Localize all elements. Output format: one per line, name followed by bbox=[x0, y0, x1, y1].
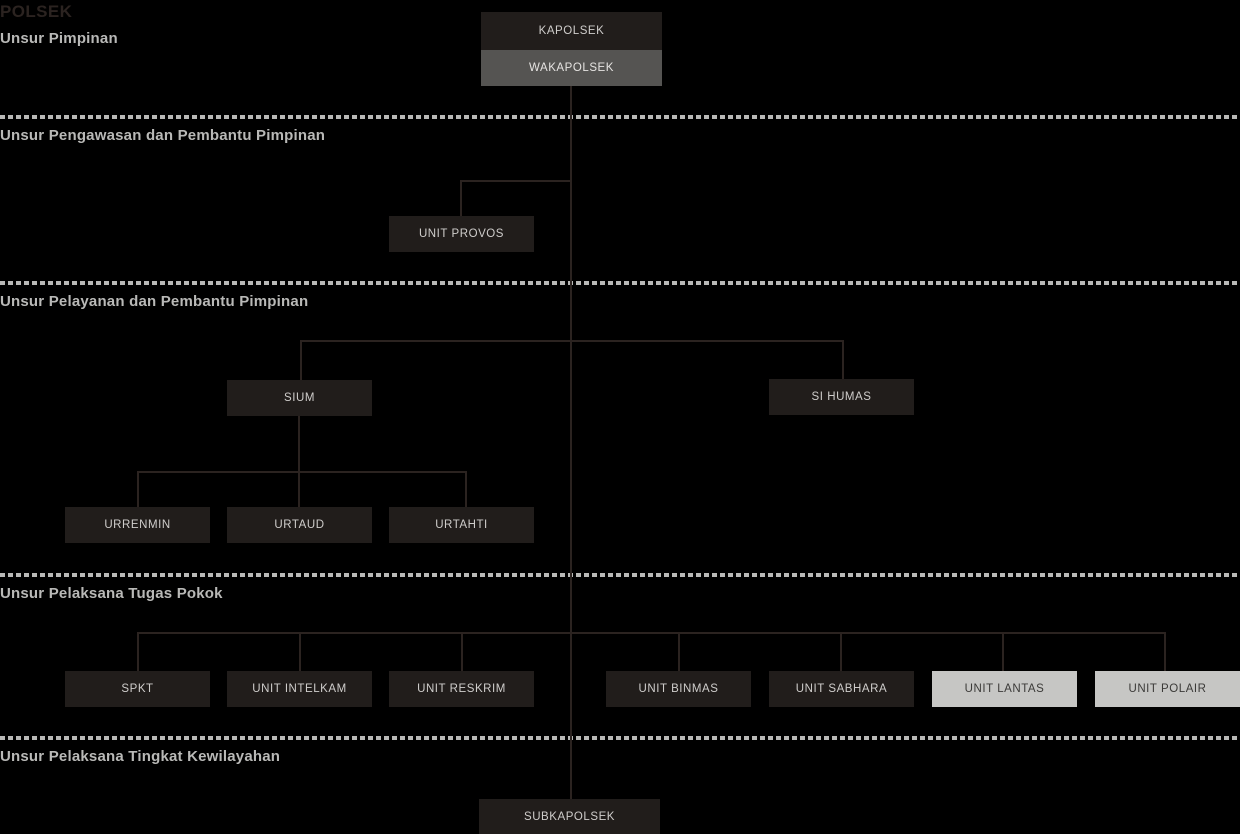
node-wakapolsek[interactable]: WAKAPOLSEK bbox=[481, 50, 662, 86]
tugas-pokok-bus-horizontal bbox=[137, 632, 1166, 634]
node-unit-provos-label: UNIT PROVOS bbox=[418, 228, 505, 240]
node-urrenmin[interactable]: URRENMIN bbox=[65, 507, 210, 543]
section-divider-pelayanan bbox=[0, 281, 1240, 285]
sium-stem-line bbox=[298, 415, 300, 472]
node-unit-provos[interactable]: UNIT PROVOS bbox=[389, 216, 534, 252]
trunk-line-segment-4 bbox=[570, 632, 572, 799]
section-label-tugas-pokok: Unsur Pelaksana Tugas Pokok bbox=[0, 585, 223, 602]
node-urtaud-label: URTAUD bbox=[274, 519, 325, 531]
node-unit-sabhara-label: UNIT SABHARA bbox=[795, 683, 888, 695]
section-label-pelayanan: Unsur Pelayanan dan Pembantu Pimpinan bbox=[0, 293, 309, 310]
trunk-line-segment-3 bbox=[570, 340, 572, 632]
spkt-drop-line bbox=[137, 632, 139, 671]
node-unit-polair[interactable]: UNIT POLAIR bbox=[1095, 671, 1240, 707]
node-urrenmin-label: URRENMIN bbox=[104, 519, 171, 531]
node-unit-polair-label: UNIT POLAIR bbox=[1128, 683, 1207, 695]
section-divider-kewilayahan bbox=[0, 736, 1240, 740]
provos-connector-horizontal bbox=[460, 180, 572, 182]
trunk-line-segment-1 bbox=[570, 86, 572, 186]
urtahti-drop-line bbox=[465, 471, 467, 507]
section-divider-pengawasan bbox=[0, 115, 1240, 119]
node-urtahti-label: URTAHTI bbox=[435, 519, 488, 531]
ur-bus-horizontal bbox=[137, 471, 467, 473]
unit-sabhara-drop-line bbox=[840, 632, 842, 671]
node-unit-binmas[interactable]: UNIT BINMAS bbox=[606, 671, 751, 707]
unit-polair-drop-line bbox=[1164, 632, 1166, 671]
urrenmin-drop-line bbox=[137, 471, 139, 507]
unit-lantas-drop-line bbox=[1002, 632, 1004, 671]
unit-reskrim-drop-line bbox=[461, 632, 463, 671]
node-unit-reskrim-label: UNIT RESKRIM bbox=[417, 683, 506, 695]
pelayanan-bus-horizontal bbox=[300, 340, 844, 342]
node-unit-lantas[interactable]: UNIT LANTAS bbox=[932, 671, 1077, 707]
node-spkt[interactable]: SPKT bbox=[65, 671, 210, 707]
node-subkapolsek[interactable]: SUBKAPOLSEK bbox=[479, 799, 660, 834]
node-urtahti[interactable]: URTAHTI bbox=[389, 507, 534, 543]
node-subkapolsek-label: SUBKAPOLSEK bbox=[523, 811, 616, 823]
node-spkt-label: SPKT bbox=[121, 683, 154, 695]
node-si-humas[interactable]: SI HUMAS bbox=[769, 379, 914, 415]
si-humas-drop-line bbox=[842, 340, 844, 380]
node-si-humas-label: SI HUMAS bbox=[811, 391, 872, 403]
section-divider-tugas-pokok bbox=[0, 573, 1240, 577]
node-unit-lantas-label: UNIT LANTAS bbox=[964, 683, 1045, 695]
node-sium[interactable]: SIUM bbox=[227, 380, 372, 416]
section-label-pimpinan: Unsur Pimpinan bbox=[0, 30, 118, 47]
node-unit-intelkam[interactable]: UNIT INTELKAM bbox=[227, 671, 372, 707]
node-unit-intelkam-label: UNIT INTELKAM bbox=[252, 683, 347, 695]
section-label-pengawasan: Unsur Pengawasan dan Pembantu Pimpinan bbox=[0, 127, 326, 144]
unit-binmas-drop-line bbox=[678, 632, 680, 671]
sium-drop-line bbox=[300, 340, 302, 380]
page-title: POLSEK bbox=[0, 2, 73, 21]
urtaud-drop-line bbox=[298, 471, 300, 507]
provos-connector-vertical bbox=[460, 180, 462, 216]
unit-intelkam-drop-line bbox=[299, 632, 301, 671]
node-unit-reskrim[interactable]: UNIT RESKRIM bbox=[389, 671, 534, 707]
section-label-kewilayahan: Unsur Pelaksana Tingkat Kewilayahan bbox=[0, 748, 281, 765]
node-kapolsek[interactable]: KAPOLSEK bbox=[481, 12, 662, 50]
node-kapolsek-label: KAPOLSEK bbox=[538, 25, 605, 37]
trunk-line-segment-2 bbox=[570, 186, 572, 340]
node-unit-binmas-label: UNIT BINMAS bbox=[638, 683, 719, 695]
node-urtaud[interactable]: URTAUD bbox=[227, 507, 372, 543]
node-sium-label: SIUM bbox=[284, 392, 315, 404]
node-wakapolsek-label: WAKAPOLSEK bbox=[529, 62, 614, 74]
node-unit-sabhara[interactable]: UNIT SABHARA bbox=[769, 671, 914, 707]
